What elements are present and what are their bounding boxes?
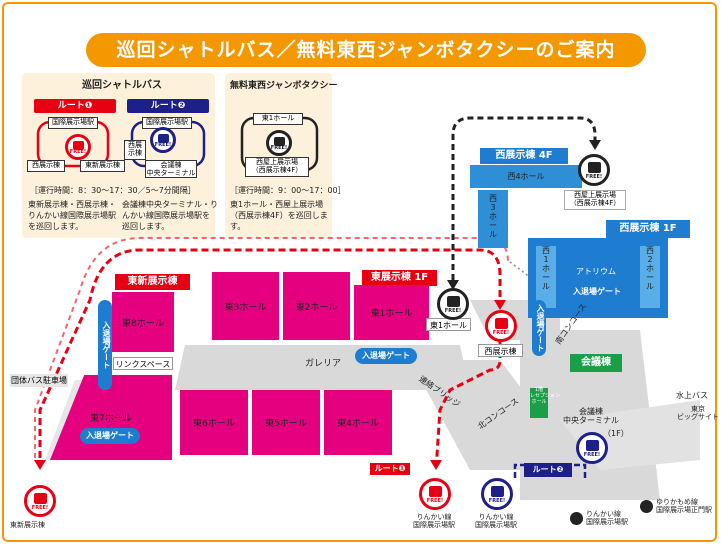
conference-tag: 会議棟 (570, 354, 622, 372)
west1-hall: 西 1 ホ ー ル (536, 246, 556, 308)
floor-1f-label: （1F） (603, 429, 629, 438)
yurikamome-legend-label: ゆりかもめ線 国際展示場正門駅 (656, 498, 712, 514)
hall-east4-label: 東4ホール (337, 419, 379, 429)
tokyo-bigsight-label: 東京 ビッグサイト (677, 405, 719, 421)
page-title: 巡回シャトルバス／無料東西ジャンボタクシーのご案内 (86, 33, 646, 67)
hall-east8: 東8ホール (112, 292, 174, 352)
hall-east5: 東5ホール (252, 390, 320, 455)
rinkai-bus-icon-red: FREE! (419, 478, 451, 510)
taxi-stop-east1: 東1ホール (253, 113, 303, 125)
hall-east3-label: 東3ホール (224, 302, 267, 313)
west-roof-stop: 西屋上展示場 （西展示棟4F） (564, 190, 626, 210)
hall-east1: 東1ホール (354, 285, 429, 340)
east1-stop-label: 東1ホール (426, 318, 471, 331)
west-4f-area: 西4ホール (470, 165, 582, 188)
r2-bus-icon: FREE! (150, 127, 176, 153)
hall-east7-label: 東7ホール (90, 414, 132, 424)
r1-stop-east-new: 東新展示棟 (80, 160, 125, 172)
taxi-icon: FREE! (266, 130, 292, 156)
east1-taxi-stop-icon: FREE! (437, 288, 469, 320)
group-bus-parking-label: 団体バス駐車場 (10, 374, 68, 387)
yurikamome-train-icon (640, 500, 653, 513)
east-gate-vertical: 入退場ゲート (98, 300, 112, 390)
hall-east1-label: 東1ホール (370, 309, 413, 319)
west-1f-tag: 西展示棟 1F (606, 220, 690, 238)
east-new-hall-tag: 東新展示棟 (115, 274, 190, 290)
west-gate-vertical: 入退場ゲート (532, 300, 546, 356)
rinkai-train-icon (570, 512, 583, 525)
water-bus-label: 水上バス (676, 391, 708, 400)
hall-east3: 東3ホール (212, 272, 279, 340)
hall-east4: 東4ホール (324, 390, 392, 455)
shuttle-hours: ［運行時間：8：30～17：30／5～7分間隔］ (30, 186, 196, 195)
east-new-bus-icon: FREE! (24, 485, 56, 517)
r1-stop-station: 国際展示場駅 (48, 117, 98, 129)
west-roof-taxi-icon: FREE! (578, 154, 610, 186)
hall-east2-label: 東2ホール (295, 302, 338, 313)
hall-east6-label: 東6ホール (193, 419, 235, 429)
taxi-stop-west-roof: 西屋上展示場 （西展示棟4F） (245, 157, 309, 177)
taxi-note: 東1ホール・西屋上展示場 （西展示棟4F）を巡回しま す。 (230, 200, 328, 231)
shuttle-heading: 巡回シャトルバス (82, 80, 162, 91)
west-gate: 入退場ゲート (566, 284, 628, 300)
route2-map-tag: ルート❷ (524, 463, 572, 477)
links-space-label: リンクスペース (113, 357, 173, 370)
east-gate-right: 入退場ゲート (355, 348, 417, 364)
east-new-stop-label: 東新展示棟 (10, 521, 45, 529)
route1-note: 東新展示棟・西展示棟・ りんかい線国際展示場駅 を巡回します。 (28, 200, 116, 231)
route2-note: 会議棟中央ターミナル・り んかい線国際展示場駅を 巡回します。 (122, 200, 218, 231)
east-gate-bottom: 入退場ゲート (80, 428, 140, 444)
west-4f-tag: 西展示棟 4F (480, 148, 568, 164)
hall-east8-label: 東8ホール (122, 318, 164, 329)
rinkai-legend-label: りんかい線 国際展示場駅 (586, 510, 628, 526)
taxi-heading: 無料東西ジャンボタクシー (230, 81, 338, 91)
hall-east2: 東2ホール (283, 272, 350, 340)
atrium-label: アトリウム (576, 267, 616, 276)
rinkai-bus-icon-navy: FREE! (481, 478, 513, 510)
west2-hall: 西 2 ホ ー ル (640, 246, 660, 308)
route2-tag: ルート❷ (127, 99, 209, 113)
rinkai-stop-label-navy: りんかい線 国際展示場駅 (475, 513, 517, 529)
rinkai-stop-label-red: りんかい線 国際展示場駅 (413, 513, 455, 529)
west4-hall-label: 西4ホール (507, 172, 545, 181)
west-hall-stop-label: 西展示棟 (478, 344, 523, 357)
conference-terminal-label: 会議棟 中央ターミナル (563, 407, 619, 425)
west-hall-bus-icon: FREE! (485, 310, 517, 342)
route1-map-tag: ルート❶ (370, 463, 410, 475)
r2-stop-terminal: 会議棟 中央ターミナル (145, 160, 197, 178)
r1-stop-west: 西展示棟 (27, 160, 65, 172)
hall-east5-label: 東5ホール (265, 419, 307, 429)
taxi-hours: ［運行時間：9：00～17：00］ (230, 186, 346, 195)
hall-east6: 東6ホール (180, 390, 248, 455)
west3-hall: 西 3 ホ ー ル (478, 190, 508, 248)
reception-hall-label: 1階 レセプション ホール (530, 387, 560, 418)
terminal-bus-icon: FREE! (576, 432, 608, 464)
east-hall-1f-tag: 東展示棟 1F (362, 270, 437, 286)
route1-tag: ルート❶ (34, 99, 116, 113)
galleria-label: ガレリア (305, 359, 342, 369)
r2-stop-west: 西展示棟 (124, 140, 146, 160)
r1-bus-icon: FREE! (65, 134, 91, 160)
